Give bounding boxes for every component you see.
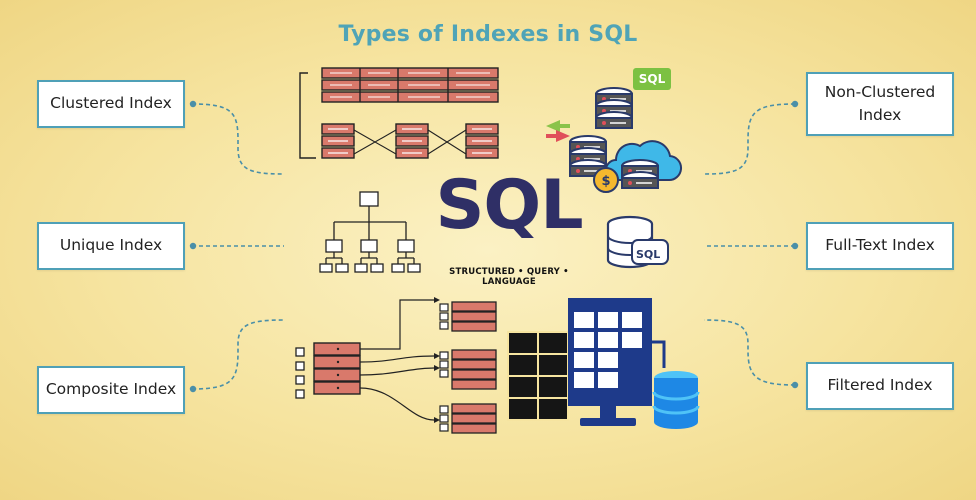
label-filtered-index: Filtered Index: [806, 362, 954, 410]
label-full-text-index: Full-Text Index: [806, 222, 954, 270]
label-composite-index: Composite Index: [37, 366, 185, 414]
page-title: Types of Indexes in SQL: [338, 22, 638, 47]
clustered-table-icon: [299, 67, 499, 159]
hierarchy-tree-icon: [319, 191, 421, 273]
sql-server-label: SQL: [636, 248, 661, 261]
svg-text:$: $: [601, 174, 610, 189]
label-unique-index: Unique Index: [37, 222, 185, 270]
label-non-clustered-index: Non-Clustered Index: [806, 72, 954, 136]
grid-database-monitor-icon: [507, 298, 700, 429]
sql-logo-subtitle: STRUCTURED • QUERY • LANGUAGE: [449, 267, 569, 287]
database-cloud-icon: $: [546, 87, 682, 193]
sql-logo: SQL: [435, 166, 583, 245]
sql-badge: SQL: [633, 68, 671, 90]
label-clustered-index: Clustered Index: [37, 80, 185, 128]
database-server-icon: [606, 215, 669, 269]
composite-table-icon: [295, 297, 497, 434]
